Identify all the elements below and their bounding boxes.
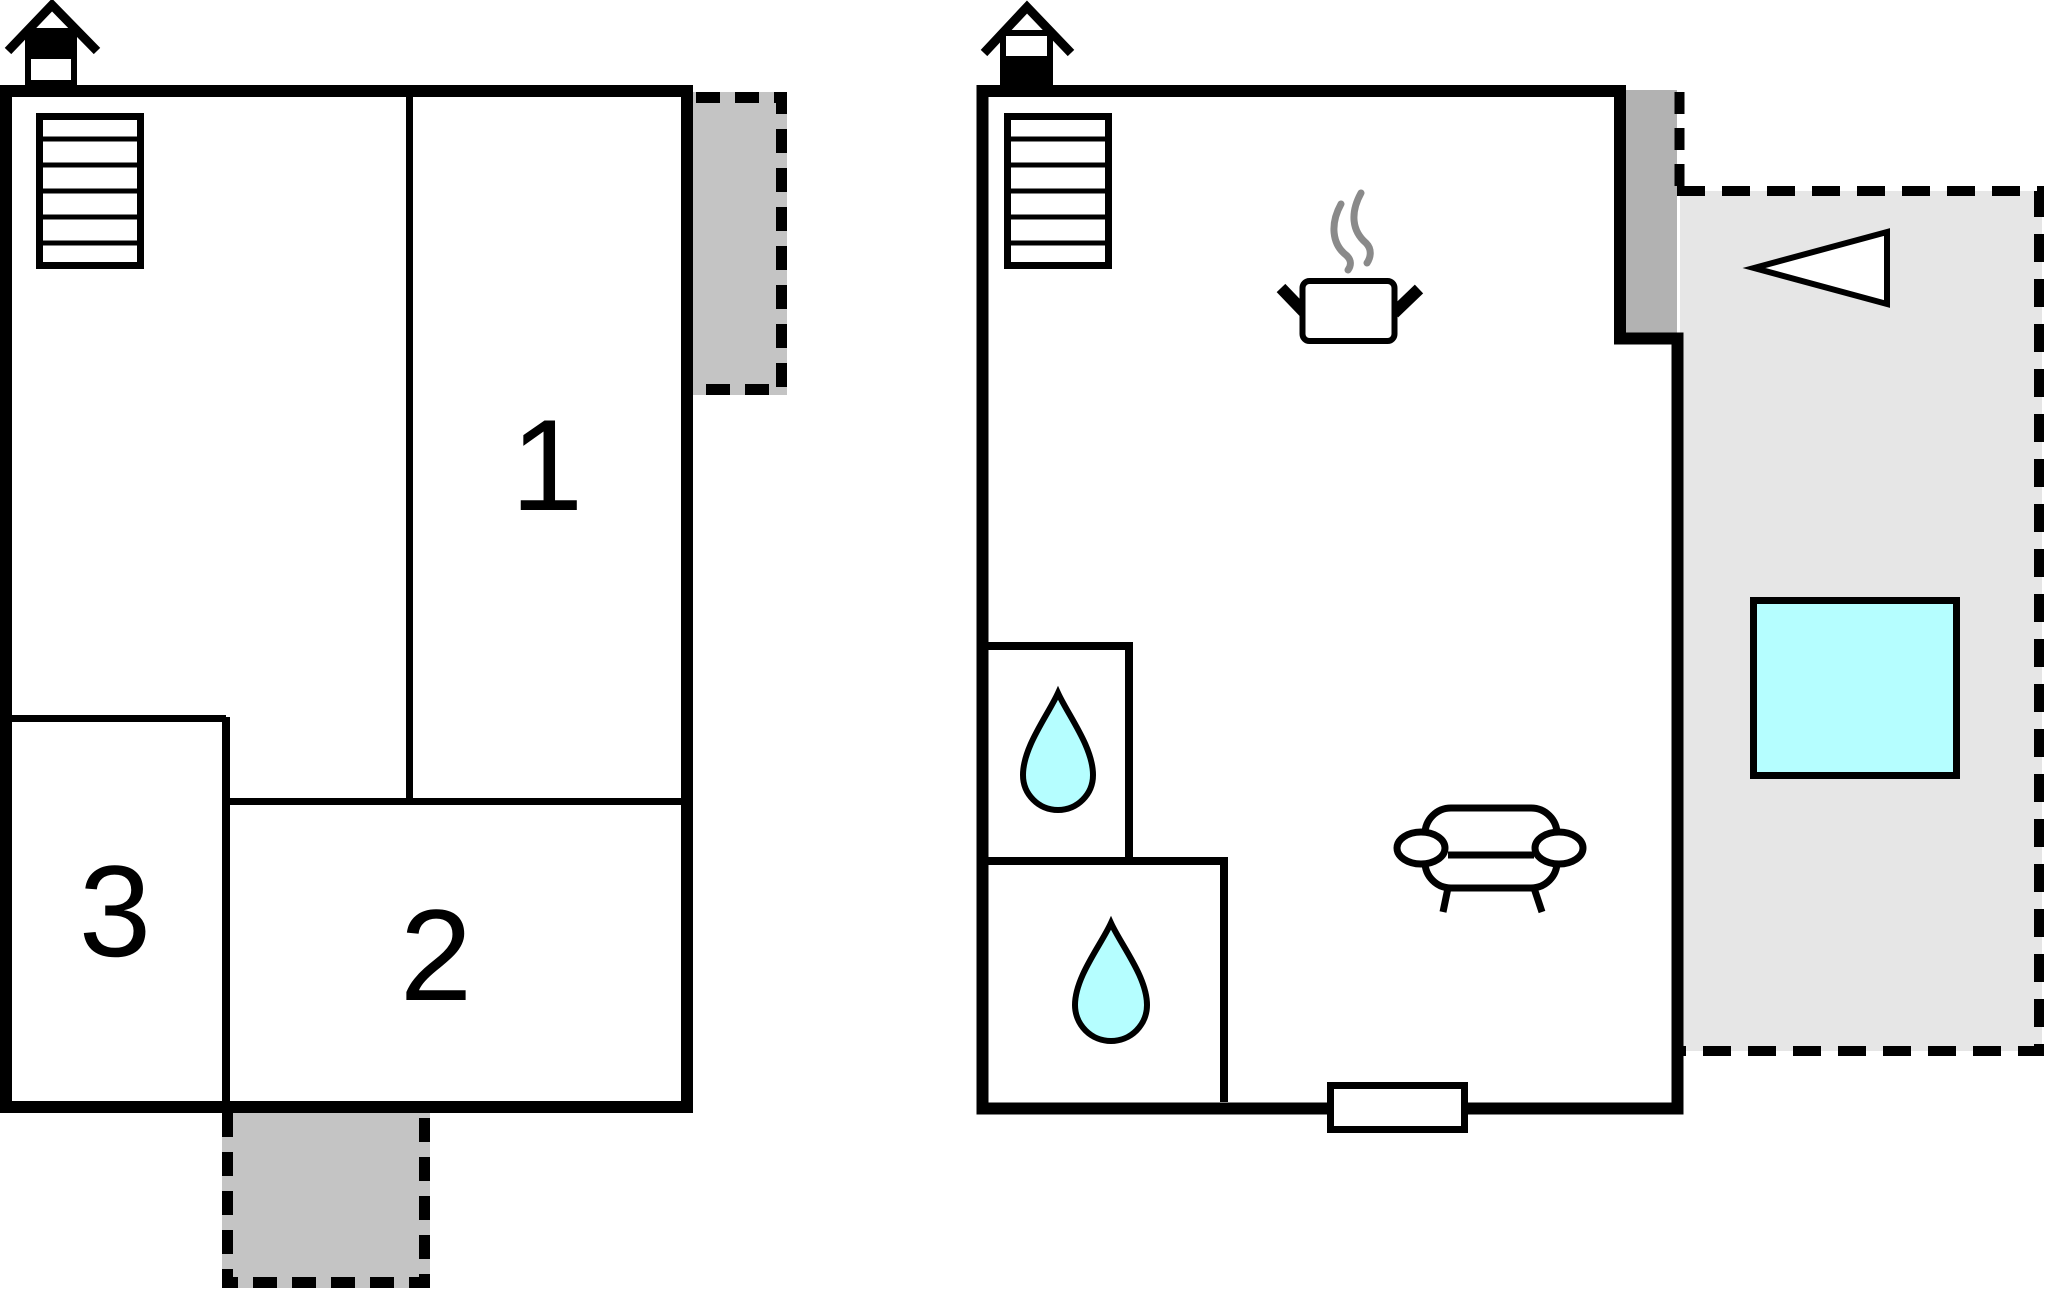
room-3-label: 3: [79, 838, 151, 984]
stairs-icon: [1004, 113, 1112, 269]
right-floor-plan: [976, 0, 2044, 1133]
left-floor-plan: 1 2 3: [0, 0, 787, 1288]
pool-icon: [1750, 597, 1960, 779]
stairs-icon: [36, 113, 144, 269]
sofa-icon: [1393, 804, 1587, 914]
pot-handle-right: [1389, 284, 1424, 318]
chimney-window: [1006, 36, 1047, 56]
steam-icon: [1330, 189, 1374, 274]
entrance-step: [1327, 1082, 1468, 1133]
balcony-dashed-border: [696, 92, 787, 395]
sofa-armrest-right: [1531, 828, 1587, 868]
room-1-label: 1: [511, 392, 583, 538]
stairs-steps: [38, 136, 142, 246]
chimney-roof: [4, 0, 101, 55]
cooking-pot-icon: [1276, 278, 1424, 344]
shower-drop-icon: [1019, 685, 1097, 813]
chimney-icon: [980, 0, 1075, 85]
stairs-steps: [1006, 136, 1110, 246]
room-2-label: 2: [400, 882, 472, 1028]
balcony-area: [693, 92, 787, 395]
direction-arrow-icon: [1742, 228, 1890, 308]
chimney-icon: [4, 0, 101, 86]
sofa-leg-right: [1530, 886, 1546, 914]
steam-wave-left: [1330, 200, 1354, 274]
terrace-dashed-border: [222, 1113, 430, 1288]
wall-column: [1626, 90, 1677, 333]
steam-wave-right: [1350, 189, 1374, 267]
terrace-dashed-border: [1677, 186, 2044, 1056]
pot-body: [1299, 278, 1398, 344]
terrace-area: [222, 1113, 430, 1288]
chimney-window: [31, 59, 71, 80]
chimney-roof: [980, 0, 1075, 57]
sofa-leg-left: [1439, 887, 1452, 913]
sofa-armrest-left: [1393, 828, 1449, 868]
shower-drop-icon: [1071, 915, 1151, 1044]
